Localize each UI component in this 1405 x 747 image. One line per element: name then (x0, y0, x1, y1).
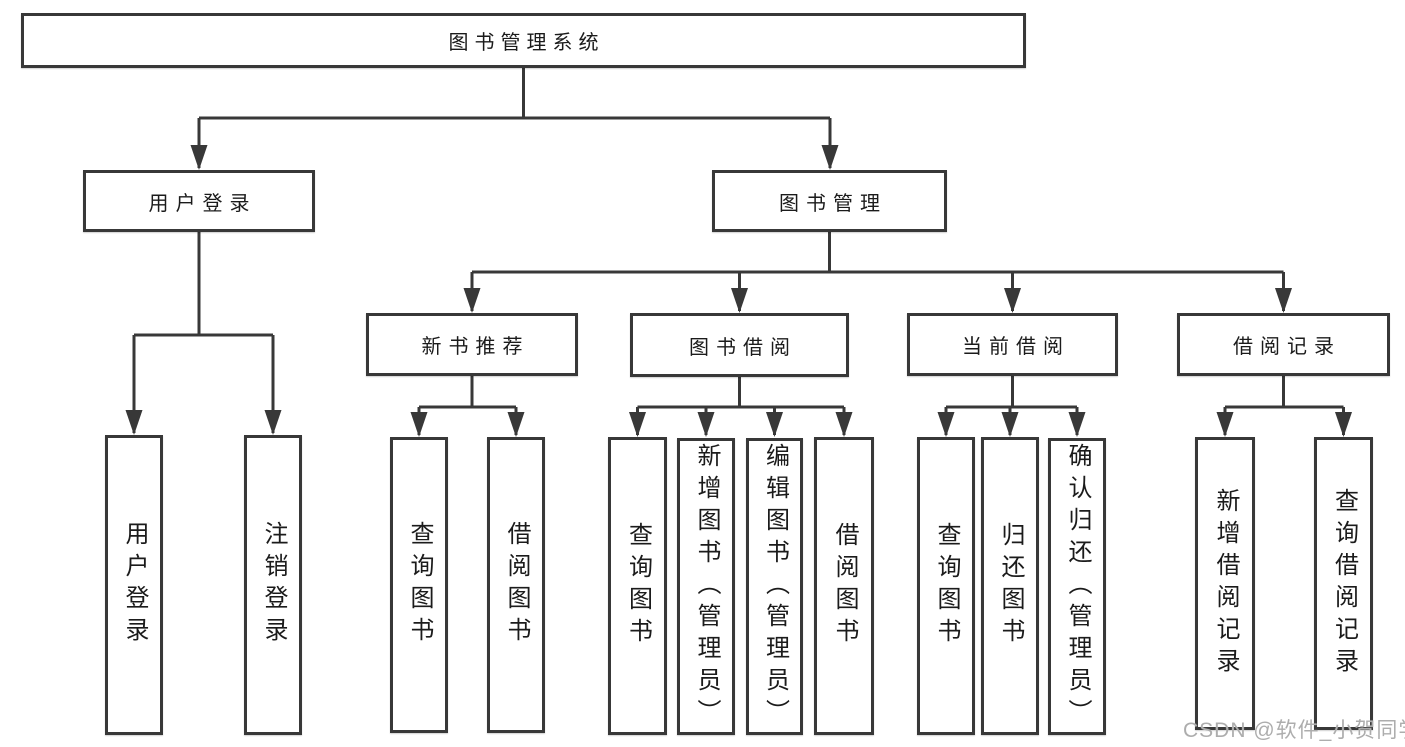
node-user-login-branch: 用户登录 (83, 170, 315, 232)
node-label: 查询图书 (933, 522, 960, 650)
node-current-borrowing: 当前借阅 (907, 313, 1118, 376)
arrow-icon (1275, 288, 1292, 313)
node-label: 借阅图书 (831, 522, 858, 650)
arrow-icon (1068, 412, 1086, 437)
node-label: 查询图书 (624, 522, 652, 650)
connector-borrowrecords-to-leaves (1223, 376, 1345, 435)
arrow-icon (1335, 412, 1352, 437)
arrow-icon (1004, 288, 1021, 313)
leaf-query-books-borrowing: 查询图书 (608, 437, 667, 735)
node-label: 借阅图书 (503, 521, 530, 649)
connector-bookborrow-to-leaves (636, 377, 846, 435)
leaf-borrow-books-borrowing: 借阅图书 (814, 437, 874, 735)
leaf-add-borrow-record: 新增借阅记录 (1195, 437, 1255, 730)
arrow-icon (821, 145, 839, 170)
leaf-return-books: 归还图书 (981, 437, 1039, 735)
connector-currentborrow-to-leaves (944, 376, 1079, 435)
node-new-book-recommendation: 新书推荐 (366, 313, 578, 376)
leaf-add-book-admin: 新增图书（管理员） (677, 438, 735, 735)
node-label: 新书推荐 (421, 336, 530, 358)
connector-bookmgmt-to-level3 (470, 232, 1285, 311)
arrow-icon (1216, 412, 1234, 437)
leaf-edit-book-admin: 编辑图书（管理员） (746, 438, 803, 735)
leaf-logout: 注销登录 (244, 435, 302, 735)
node-label: 借阅记录 (1233, 336, 1341, 358)
arrow-icon (937, 412, 955, 437)
csdn-watermark: CSDN @软件_小贺同学 (1183, 719, 1405, 742)
arrow-icon (264, 410, 282, 435)
node-book-management: 图书管理 (712, 170, 947, 232)
node-label: 编辑图书（管理员） (761, 442, 789, 731)
connector-newbook-to-leaves (417, 376, 518, 435)
node-label: 用户登录 (148, 192, 257, 215)
arrow-icon (1001, 412, 1019, 437)
node-label: 新增图书（管理员） (693, 442, 720, 731)
node-book-borrowing: 图书借阅 (630, 313, 849, 377)
arrow-icon (835, 412, 853, 437)
arrow-icon (507, 412, 525, 437)
node-borrowing-records: 借阅记录 (1177, 313, 1390, 376)
arrow-icon (410, 412, 428, 437)
node-label: 注销登录 (260, 521, 287, 649)
leaf-query-borrow-record: 查询借阅记录 (1314, 437, 1373, 730)
node-label: 图书借阅 (689, 336, 797, 359)
node-label: 确认归还（管理员） (1064, 442, 1091, 731)
connector-userlogin-to-leaves (132, 232, 275, 433)
leaf-query-books-current: 查询图书 (917, 437, 975, 735)
node-label: 查询图书 (406, 521, 433, 649)
node-label: 归还图书 (997, 522, 1024, 650)
arrow-icon (731, 288, 748, 313)
arrow-icon (125, 410, 143, 435)
connector-root-to-level2 (197, 68, 832, 168)
leaf-user-login: 用户登录 (105, 435, 163, 735)
arrow-icon (463, 288, 481, 313)
node-label: 图书管理系统 (448, 32, 605, 54)
node-label: 当前借阅 (962, 336, 1070, 358)
arrow-icon (697, 412, 715, 437)
leaf-query-books-recommend: 查询图书 (390, 437, 448, 733)
leaf-borrow-books-recommend: 借阅图书 (487, 437, 545, 733)
node-label: 图书管理 (779, 192, 887, 215)
node-label: 用户登录 (121, 521, 148, 649)
leaf-confirm-return-admin: 确认归还（管理员） (1048, 438, 1106, 735)
node-label: 查询借阅记录 (1330, 487, 1358, 680)
arrow-icon (190, 145, 208, 170)
arrow-icon (629, 412, 646, 437)
node-library-management-system: 图书管理系统 (21, 13, 1026, 68)
arrow-icon (766, 412, 783, 437)
node-label: 新增借阅记录 (1212, 487, 1239, 680)
